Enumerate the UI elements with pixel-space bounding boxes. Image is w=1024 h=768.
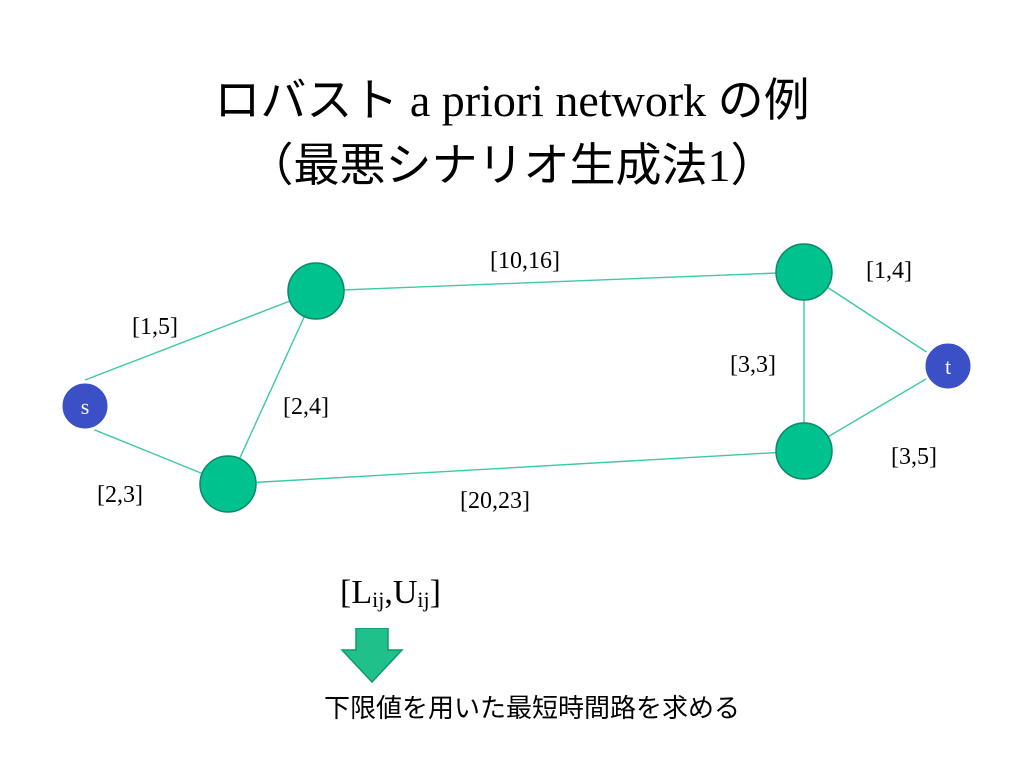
edge-n2-n4 [227,450,805,485]
node-source [59,380,111,432]
edge-label-s-n2: [2,3] [97,482,143,508]
legend-open: [L [340,574,373,611]
title-method-name: 最悪シナリオ生成法 [293,138,708,192]
title-line-2: （最悪シナリオ生成法1） [0,133,1024,198]
edge-s-n1 [84,290,317,381]
edge-label-n1-n3: [10,16] [490,248,560,274]
node-n3 [775,243,833,301]
edge-n1-n3 [315,271,805,292]
edge-label-n3-t: [1,4] [866,258,912,284]
slide-title: ロバスト a priori network の例 （最悪シナリオ生成法1） [0,68,1024,198]
title-jp-part: ロバスト [214,73,399,127]
title-method-number: 1 [707,140,731,191]
node-target [922,340,974,392]
title-paren-open: （ [247,138,294,192]
legend-sub-ij-1: ij [372,587,385,612]
edge-label-n3-n4: [3,3] [730,352,776,378]
legend-mid: ,U [384,574,418,611]
edge-label-n2-n4: [20,23] [460,488,530,514]
down-arrow-icon [340,628,404,684]
title-latin-part: a priori network [398,75,718,126]
node-n2 [199,455,257,513]
title-line-1: ロバスト a priori network の例 [0,68,1024,133]
source-label: s [81,394,90,419]
caption-text: 下限値を用いた最短時間路を求める [324,694,741,724]
interval-notation: [Lij,Uij] [340,574,441,613]
edge-label-n1-n2: [2,4] [283,394,329,420]
title-paren-close: ） [730,138,777,192]
node-n4 [775,422,833,480]
legend-close: ] [429,574,441,611]
edge-n1-n2 [227,290,317,485]
node-n1 [287,262,345,320]
edge-label-n4-t: [3,5] [891,444,937,470]
edge-label-s-n1: [1,5] [132,314,178,340]
legend-sub-ij-2: ij [417,587,430,612]
target-label: t [945,354,951,379]
title-jp-part-2: の例 [717,73,810,127]
